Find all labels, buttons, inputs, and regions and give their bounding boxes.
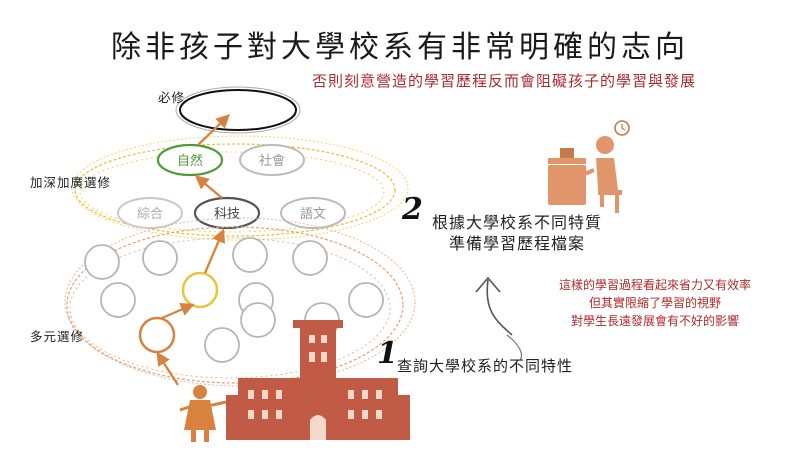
clock-hands [621,124,626,131]
path-circle-yellow [181,271,219,309]
pill-nature [156,143,224,177]
pill-integrated [117,197,183,229]
step-2-text: 根據大學校系不同特質 準備學習歷程檔案 [432,212,602,254]
required-ellipse [179,89,297,131]
subject-technology: 科技 [214,207,240,222]
elective-circles [84,237,384,363]
pill-language [280,197,346,229]
process-arrowhead [475,276,501,293]
note-line-2: 但其實限縮了學習的視野 [588,296,721,310]
page-subtitle: 否則刻意營造的學習歷程反而會阻礙孩子的學習與發展 [312,72,697,90]
level-advanced-label: 加深加廣選修 [30,175,112,190]
pill-society [239,144,305,176]
path-circle-orange [138,316,176,354]
student-figure [179,385,227,442]
step-2-line-2: 準備學習歷程檔案 [449,234,586,253]
process-arrow [486,279,513,336]
page-title: 除非孩子對大學校系有非常明確的志向 [111,30,689,65]
level-required-label: 必修 [158,90,186,105]
process-arrow-tail [506,334,523,361]
step-1-number: 1 [377,336,398,371]
path-arrows [156,114,230,386]
pill-technology [193,196,261,230]
desk-worker-icon [548,136,622,213]
step-2-line-1: 根據大學校系不同特質 [432,213,603,232]
university-building [226,320,410,440]
note-line-1: 這樣的學習過程看起來省力又有效率 [558,278,751,292]
building-windows [248,335,382,440]
advanced-rings [71,135,409,241]
step-2-number: 2 [402,192,423,227]
subject-integrated: 綜合 [137,207,163,222]
warning-note: 這樣的學習過程看起來省力又有效率 但其實限縮了學習的視野 對學生長遠發展會有不好… [530,276,780,330]
step-1-text: 查詢大學校系的不同特性 [397,357,574,375]
note-line-3: 對學生長遠發展會有不好的影響 [570,314,739,328]
subject-society: 社會 [259,153,285,169]
subject-language: 語文 [300,206,326,222]
clock-icon [614,120,630,136]
required-ellipse-shadow [175,86,301,134]
subject-nature: 自然 [177,153,203,169]
level-elective-label: 多元選修 [30,329,85,344]
